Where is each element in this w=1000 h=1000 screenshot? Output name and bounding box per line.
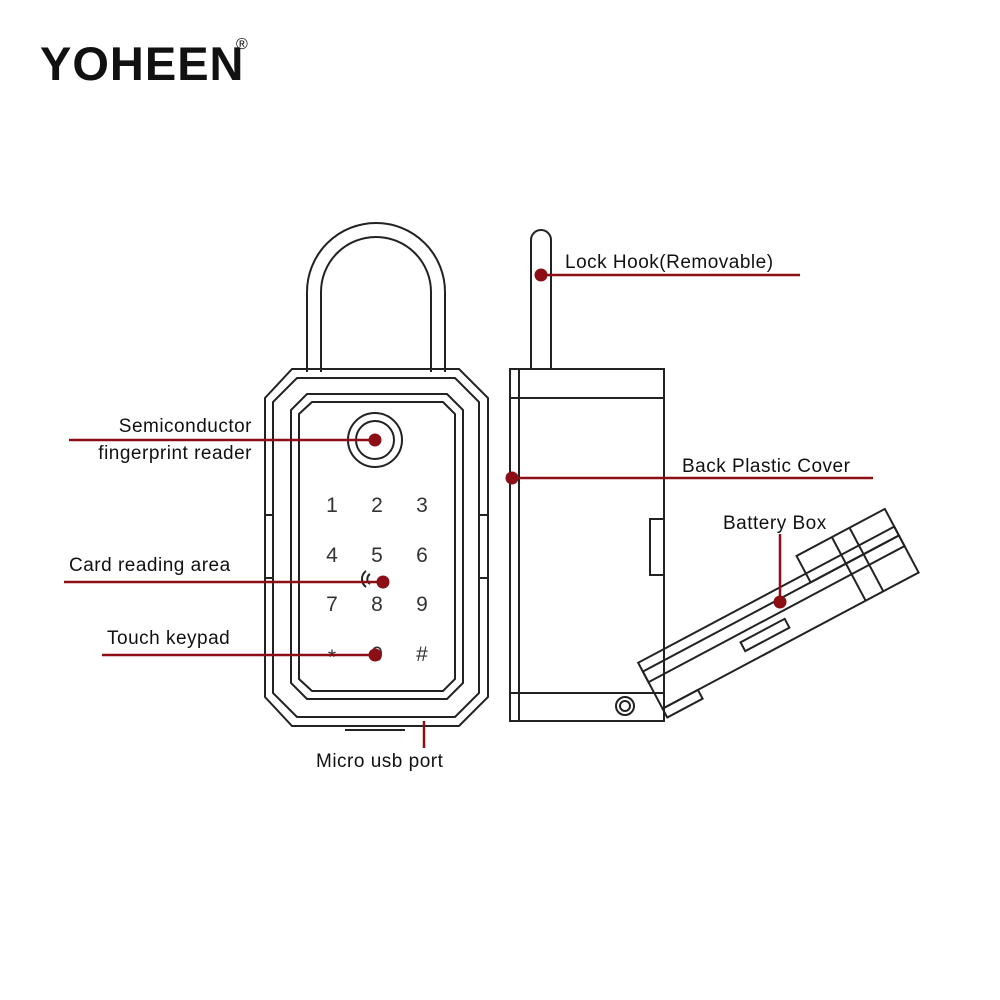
- callout-dot-fingerprint: [368, 433, 382, 447]
- front-panel: [290, 393, 464, 700]
- key-star: *: [328, 646, 336, 669]
- label-micro-usb: Micro usb port: [316, 751, 444, 772]
- brand-logo: YOHEEN: [40, 37, 245, 90]
- callout-dot-keypad: [368, 648, 382, 662]
- key-9: 9: [416, 593, 428, 616]
- key-6: 6: [416, 544, 428, 567]
- label-back-cover: Back Plastic Cover: [682, 456, 851, 477]
- front-body: [264, 368, 489, 727]
- label-fingerprint-line2: fingerprint reader: [98, 443, 252, 464]
- key-7: 7: [326, 593, 338, 616]
- key-3: 3: [416, 494, 428, 517]
- callout-dot-battery: [773, 595, 787, 609]
- side-hook: [530, 229, 552, 368]
- label-lock-hook: Lock Hook(Removable): [565, 252, 774, 273]
- key-8: 8: [371, 593, 383, 616]
- key-4: 4: [326, 544, 338, 567]
- callout-dot-hook: [534, 268, 548, 282]
- callout-dot-card: [376, 575, 390, 589]
- registered-mark: ®: [236, 36, 248, 53]
- battery-box-drawing: [636, 507, 920, 719]
- key-hash: #: [416, 643, 428, 666]
- key-2: 2: [371, 494, 383, 517]
- callout-dot-cover: [505, 471, 519, 485]
- key-5: 5: [371, 544, 383, 567]
- label-fingerprint-line1: Semiconductor: [118, 416, 252, 437]
- label-touch-keypad: Touch keypad: [107, 628, 231, 649]
- label-card-reading: Card reading area: [69, 555, 231, 576]
- label-battery-box: Battery Box: [723, 513, 827, 534]
- key-1: 1: [326, 494, 338, 517]
- front-shackle: [306, 222, 446, 372]
- side-body: [509, 368, 665, 722]
